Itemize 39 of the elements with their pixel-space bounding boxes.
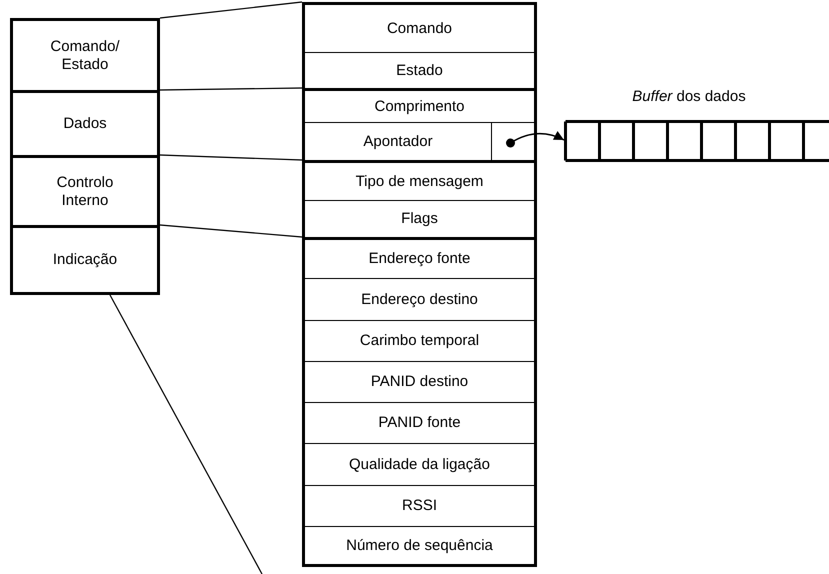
field-label: Número de sequência xyxy=(346,536,493,554)
field-row xyxy=(302,443,537,485)
field-label: Estado xyxy=(396,62,443,80)
section-box xyxy=(10,18,160,90)
field-row xyxy=(302,485,537,526)
field-label: Carimbo temporal xyxy=(360,332,480,350)
field-row xyxy=(302,237,537,278)
field-label: Comando/ Estado xyxy=(49,38,121,74)
field-row xyxy=(302,52,537,88)
field-label: PANID fonte xyxy=(378,414,461,432)
field-row xyxy=(302,361,537,402)
field-row xyxy=(302,320,537,361)
pointer-arrow xyxy=(506,131,564,148)
field-row xyxy=(302,2,537,52)
field-label: Controlo Interno xyxy=(56,174,114,210)
field-row xyxy=(302,88,537,122)
field-label: Flags xyxy=(401,210,438,228)
field-row xyxy=(302,526,537,567)
section-box xyxy=(10,90,160,155)
buffer-title: Buffer dos dados xyxy=(631,88,747,106)
field-label: PANID destino xyxy=(370,373,468,391)
field-label: Comprimento xyxy=(374,98,465,116)
field-label: Endereço destino xyxy=(361,290,478,308)
field-row xyxy=(302,160,537,200)
field-label: Dados xyxy=(63,115,107,133)
field-label: RSSI xyxy=(402,497,437,515)
field-label: Endereço fonte xyxy=(368,250,470,268)
field-label: Qualidade da ligação xyxy=(349,456,490,474)
field-row xyxy=(302,200,537,237)
field-label: Comando xyxy=(386,20,452,38)
field-label: Tipo de mensagem xyxy=(356,172,484,190)
field-row xyxy=(302,402,537,443)
section-box xyxy=(10,155,160,225)
section-box xyxy=(10,225,160,295)
field-row xyxy=(302,278,537,320)
field-row xyxy=(302,122,492,160)
pointer-cell xyxy=(492,122,537,160)
field-label: Indicação xyxy=(52,251,118,269)
field-label: Apontador xyxy=(363,132,433,150)
